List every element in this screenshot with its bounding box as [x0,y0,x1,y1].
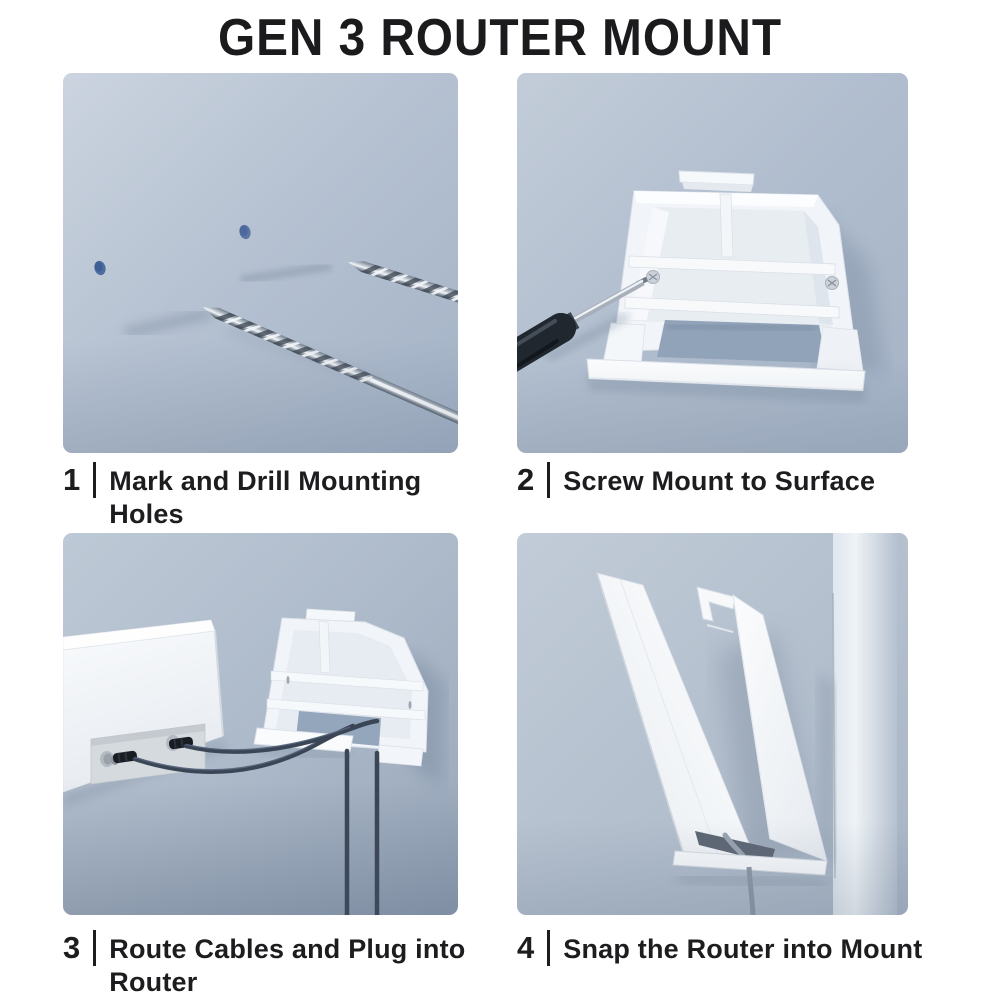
step3-photo-route-cables [63,533,458,915]
screw-mount-illustration [517,73,908,453]
step1-caption-text: Mark and Drill Mounting Holes [109,466,422,529]
step3-caption: 3 Route Cables and Plug into Router [63,930,493,999]
caption-divider [547,930,551,966]
step1-caption: 1 Mark and Drill Mounting Holes [63,462,483,531]
step3-caption-text: Route Cables and Plug into Router [109,934,466,997]
step1-photo-drill-holes [63,73,458,453]
step2-photo-screw-mount [517,73,908,453]
step4-photo-snap-router [517,533,908,915]
drill-holes-illustration [63,73,458,453]
step1-number: 1 [63,462,81,497]
snap-router-illustration [517,533,908,915]
caption-divider [93,930,97,966]
route-cables-illustration [63,533,458,915]
page-title: GEN 3 ROUTER MOUNT [217,9,783,67]
step4-caption-text: Snap the Router into Mount [563,934,923,964]
step3-number: 3 [63,930,81,965]
step2-number: 2 [517,462,535,497]
step2-caption-text: Screw Mount to Surface [563,466,876,496]
caption-divider [93,462,97,498]
step2-caption: 2 Screw Mount to Surface [517,462,957,498]
step4-number: 4 [517,930,535,965]
step4-caption: 4 Snap the Router into Mount [517,930,977,966]
caption-divider [547,462,551,498]
